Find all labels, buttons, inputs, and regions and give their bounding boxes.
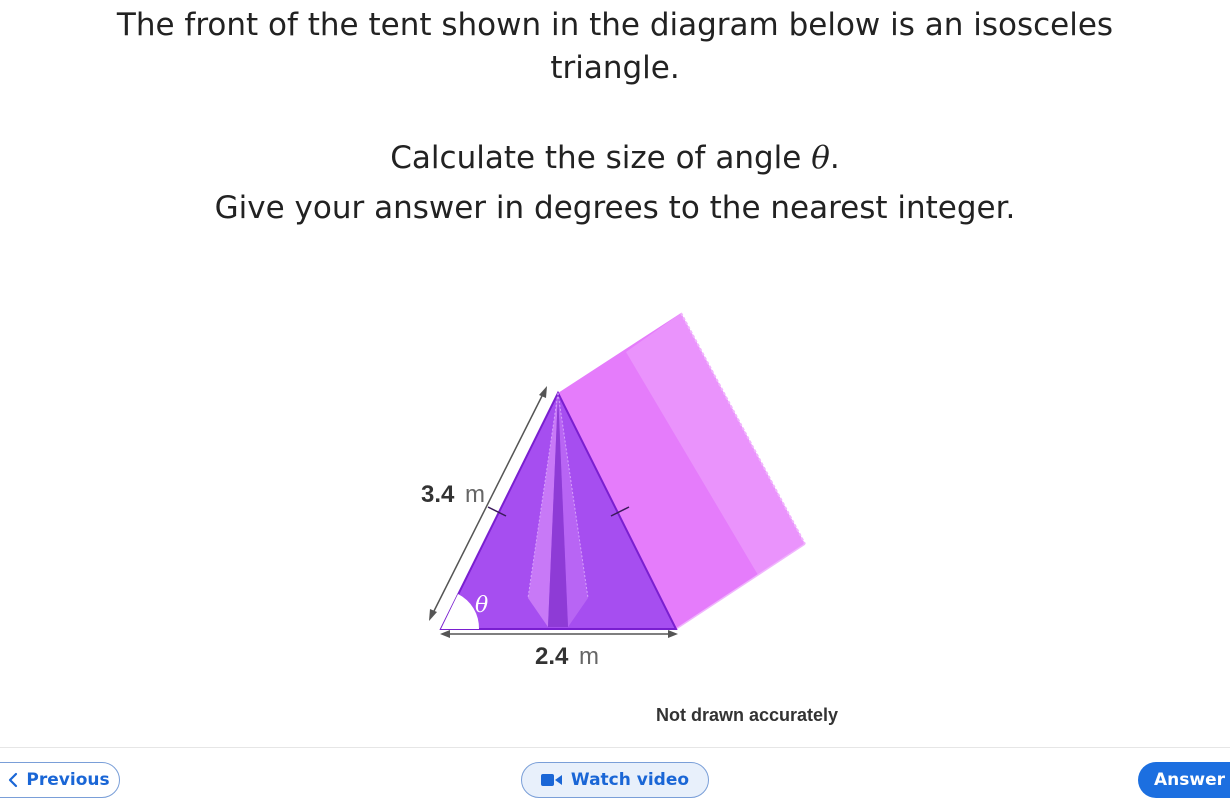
tent-side-edge-top <box>680 312 806 545</box>
previous-button[interactable]: Previous <box>0 762 120 798</box>
tent-flap-center <box>548 393 568 627</box>
answer-button-label: Answer <box>1154 770 1225 790</box>
slant-arrowhead-bottom <box>429 609 437 621</box>
base-arrowhead-left <box>440 630 450 638</box>
base-length-unit: m <box>579 643 599 670</box>
question-line-2: triangle. <box>550 50 680 86</box>
chevron-left-icon <box>8 772 18 788</box>
previous-button-label: Previous <box>26 770 110 790</box>
answer-button[interactable]: Answer <box>1138 762 1230 798</box>
tent-side-edge-bottom <box>675 543 806 630</box>
base-arrowhead-right <box>668 630 678 638</box>
question-line-1: The front of the tent shown in the diagr… <box>116 7 1114 43</box>
angle-theta-label: θ <box>475 593 488 618</box>
side-length-label: 3.4 m <box>421 481 485 508</box>
tent-flap-dashed-left <box>527 392 559 599</box>
side-length-value: 3.4 <box>421 481 455 508</box>
watch-video-button[interactable]: Watch video <box>521 762 709 798</box>
slant-dimension-line <box>430 389 546 618</box>
watch-video-label: Watch video <box>570 770 690 790</box>
not-drawn-accurately-note: Not drawn accurately <box>656 705 839 725</box>
question-line-4: Give your answer in degrees to the neare… <box>214 190 1016 226</box>
video-camera-icon <box>540 773 563 787</box>
slant-arrowhead-top <box>539 386 547 398</box>
question-line-3: Calculate the size of angle θ. <box>0 136 1230 180</box>
base-length-label: 2.4 m <box>535 643 599 670</box>
question-line-3-suffix: . <box>829 140 840 176</box>
theta-symbol: θ <box>811 140 830 176</box>
angle-marker <box>441 594 480 629</box>
tent-flap-dashed <box>557 392 589 599</box>
question-line-3-prefix: Calculate the size of angle <box>390 140 812 176</box>
tent-side-face-shade <box>626 313 805 575</box>
base-length-value: 2.4 <box>535 643 569 670</box>
side-length-unit: m <box>465 481 485 508</box>
equal-tick-right <box>610 506 630 517</box>
equal-tick-left <box>487 506 507 517</box>
footer-divider <box>0 747 1230 748</box>
tent-diagram: θ 3.4 m 2.4 m <box>421 312 806 670</box>
